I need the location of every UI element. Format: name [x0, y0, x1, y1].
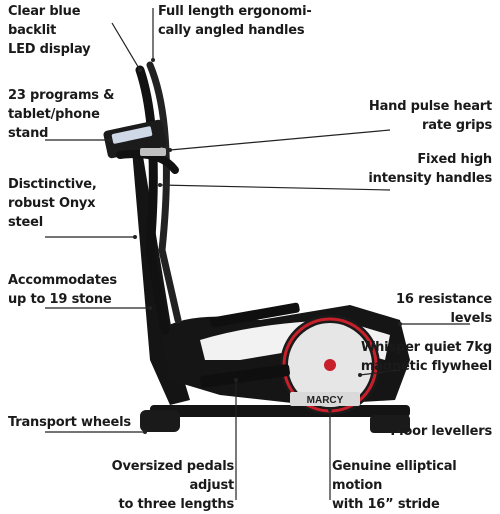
resistance-levels-label: 16 resistance levels [396, 292, 492, 326]
stride-label: Genuine elliptical motion with 16” strid… [332, 459, 457, 512]
elliptical-trainer-image: MARCY [45, 8, 470, 500]
transport-wheels-label: Transport wheels [8, 415, 131, 430]
hand-pulse-label: Hand pulse heart rate grips [368, 99, 492, 133]
floor-leveller [370, 415, 410, 433]
programs-label: 23 programs & tablet/phone stand [8, 88, 115, 141]
fixed-handles-label: Fixed high intensity handles [368, 152, 492, 186]
product-infographic: MARCY [8, 4, 493, 512]
stone-capacity-label: Accommodates up to 19 stone [8, 273, 117, 307]
led-display-label: Clear blue backlit LED display [8, 4, 91, 57]
pedals-label: Oversized pedals adjust to three lengths [111, 459, 235, 512]
onyx-steel-label: Disctinctive, robust Onyx steel [8, 177, 97, 230]
transport-wheel [140, 410, 180, 432]
floor-levellers-label: Floor levellers [390, 424, 492, 439]
brand-logo-text: MARCY [307, 395, 344, 406]
full-length-handles-label: Full length ergonomi- cally angled handl… [158, 4, 312, 38]
flywheel-label: Whisper quiet 7kg magnetic flywheel [360, 340, 492, 374]
